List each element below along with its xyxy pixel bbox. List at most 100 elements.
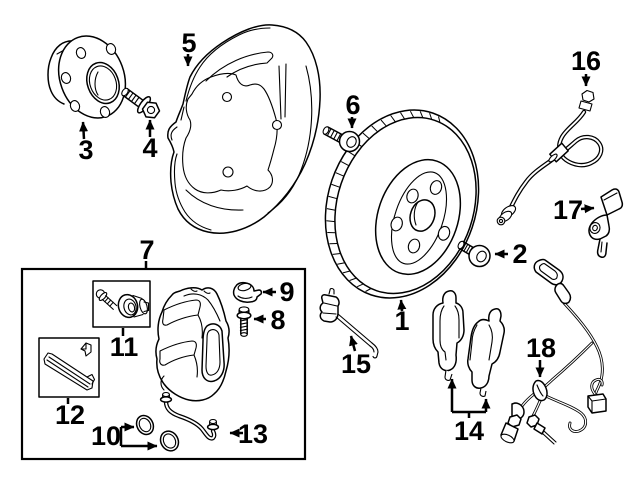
sensor-prong-line bbox=[600, 241, 603, 253]
callout-11-label: 11 bbox=[110, 332, 139, 362]
rotor-vent-hatch bbox=[326, 208, 336, 211]
callout-2-label: 2 bbox=[512, 239, 527, 269]
rotor-friction-face bbox=[334, 116, 477, 295]
rotor-vent-hatch bbox=[340, 161, 350, 167]
harness-eyelet-slot bbox=[538, 263, 558, 280]
rotor-vent-hatch bbox=[326, 220, 335, 223]
bolt-hex-head bbox=[141, 101, 161, 119]
hub-lug-hole bbox=[105, 43, 117, 55]
bleeder-screw bbox=[236, 306, 252, 337]
leader-14-bracket bbox=[452, 410, 486, 418]
retainer-strip-lines bbox=[46, 356, 91, 388]
hub-lug-hole bbox=[75, 47, 87, 59]
rotor-vent-hatch bbox=[419, 111, 424, 118]
harness-pin-barrel bbox=[533, 422, 546, 435]
rotor-lug-hole bbox=[437, 225, 451, 241]
caliper-pad-window bbox=[201, 323, 225, 383]
harness-pin bbox=[541, 430, 557, 445]
indicator-connector bbox=[319, 294, 340, 323]
hub-lug-hole bbox=[60, 72, 72, 84]
callout-9-label: 9 bbox=[279, 277, 294, 307]
callout-16-label: 16 bbox=[571, 46, 601, 76]
rotor-lug-hole bbox=[429, 180, 443, 195]
pad-retainer-kit bbox=[38, 337, 100, 398]
screw-tip bbox=[240, 332, 248, 337]
bleeder-cap bbox=[232, 281, 263, 303]
rotor-vent-hatch bbox=[390, 115, 396, 123]
retainer-clip-fold bbox=[80, 342, 87, 350]
seal-ring-inner bbox=[162, 433, 177, 449]
screw-head-top bbox=[238, 306, 250, 313]
hub-bore-shade bbox=[94, 71, 99, 96]
harness-eyelet bbox=[533, 258, 564, 286]
bolt-socket bbox=[346, 136, 357, 148]
shield-vertical-ribs bbox=[278, 63, 287, 120]
rotor-vent-hatch bbox=[365, 288, 372, 292]
bolt-shank bbox=[323, 126, 345, 144]
shield-bolt bbox=[322, 126, 361, 153]
callout-12-label: 12 bbox=[55, 400, 85, 430]
sensor-wire-harness bbox=[500, 258, 607, 445]
hose-sleeve-cap bbox=[548, 153, 558, 163]
leader-1 bbox=[397, 299, 407, 312]
pin-body-lines bbox=[132, 294, 144, 318]
sensor-head-line bbox=[603, 192, 618, 201]
hose-top-fitting-collar bbox=[578, 100, 593, 112]
callout-15-label: 15 bbox=[341, 349, 371, 379]
harness-sleeve bbox=[554, 282, 572, 305]
pin-end-cap bbox=[139, 298, 148, 315]
harness-elbow-hex bbox=[507, 414, 522, 428]
caliper-outline bbox=[155, 287, 230, 402]
rotor-vent-hatch bbox=[331, 183, 341, 188]
pad-outer bbox=[432, 290, 465, 372]
cap-body bbox=[232, 281, 263, 303]
hose-bottom-nub-hole bbox=[498, 218, 504, 224]
brake-caliper bbox=[155, 287, 230, 402]
rotor-vent-hatch bbox=[342, 270, 351, 274]
rotor-hat bbox=[374, 158, 462, 276]
pad-outer bbox=[467, 308, 505, 389]
caliper-step-lines bbox=[190, 288, 211, 294]
shield-crescent bbox=[205, 51, 274, 82]
pin-nub bbox=[143, 301, 150, 313]
pad-backing-line bbox=[439, 305, 460, 361]
shield-hole bbox=[221, 91, 233, 103]
harness-clip-line bbox=[536, 384, 544, 397]
pipe-fitting-flange bbox=[159, 396, 173, 403]
hose-bottom-nub bbox=[496, 216, 506, 226]
harness-wire-hook-core bbox=[591, 378, 603, 395]
screw-flange bbox=[236, 311, 252, 320]
brake-pads bbox=[432, 290, 505, 397]
indicator-connector-lines bbox=[322, 302, 338, 315]
shield-rim-line bbox=[185, 27, 271, 102]
pipe-fitting2-flange bbox=[206, 423, 220, 431]
rotor-vent-hatch bbox=[349, 277, 357, 281]
indicator-rod bbox=[335, 313, 373, 347]
shield-hole bbox=[271, 119, 283, 131]
rotor-vent-hatch bbox=[380, 119, 387, 127]
bolt-tip bbox=[322, 126, 330, 135]
callout-18-label: 18 bbox=[526, 333, 556, 363]
rotor-vent-hatch bbox=[400, 112, 406, 120]
hub-rear-housing bbox=[47, 40, 75, 105]
harness-wire-swoop bbox=[544, 394, 588, 433]
callout-3-label: 3 bbox=[78, 135, 93, 165]
pin-bushing-inner bbox=[123, 298, 137, 316]
rotor-vent-hatches bbox=[326, 110, 441, 292]
leader-3 bbox=[79, 121, 89, 140]
pad-backing-line bbox=[469, 324, 493, 361]
shield-right-arc bbox=[267, 65, 313, 214]
indicator-nub bbox=[328, 287, 335, 295]
harness-elbow-cap bbox=[500, 433, 515, 444]
kit-bolt-threads bbox=[104, 297, 114, 307]
pad-bottom-tab bbox=[444, 369, 453, 381]
wear-indicator bbox=[319, 287, 379, 359]
hub-lug-hole bbox=[69, 100, 81, 112]
hub-bore bbox=[88, 65, 118, 101]
bolt-socket bbox=[476, 250, 487, 263]
pin-bushing-core bbox=[127, 302, 136, 313]
seal-ring bbox=[135, 414, 155, 436]
harness-connector-lines bbox=[587, 395, 607, 414]
rotor-lug-hole bbox=[390, 216, 403, 232]
